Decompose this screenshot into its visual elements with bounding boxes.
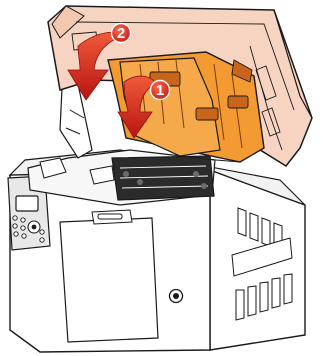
- tray-handle: [98, 214, 122, 219]
- panel-button: [13, 216, 17, 220]
- panel-button: [22, 234, 26, 238]
- power-button: [170, 290, 183, 303]
- step-number-1: 1: [156, 82, 164, 99]
- step-badge-2: 2: [112, 24, 131, 43]
- panel-button: [13, 224, 17, 228]
- panel-button: [14, 232, 18, 236]
- nav-pad: [28, 221, 40, 233]
- lcd-display: [16, 196, 38, 211]
- step-badge-1: 1: [151, 81, 170, 100]
- panel-button: [40, 238, 44, 242]
- output-tray: [60, 218, 158, 342]
- step-number-2: 2: [117, 25, 125, 42]
- panel-button: [21, 218, 25, 222]
- panel-button: [21, 226, 25, 230]
- panel-button: [40, 230, 44, 234]
